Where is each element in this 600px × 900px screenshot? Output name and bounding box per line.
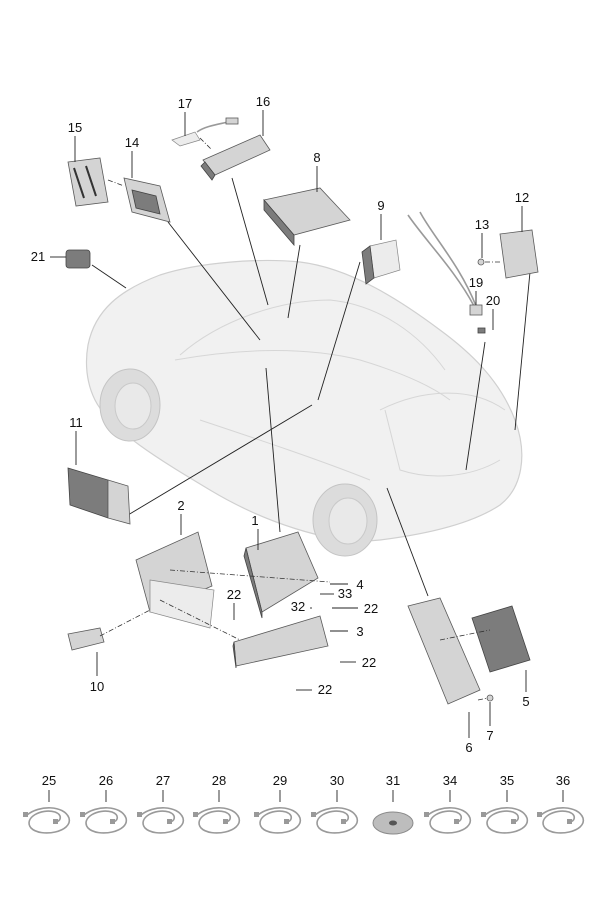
callout-label-9[interactable]: 9	[377, 198, 384, 213]
callout-label-11[interactable]: 11	[69, 415, 83, 430]
accessory-row: 25 26 27 28 29 30 31 34 35 36	[23, 773, 584, 835]
part-10-connector[interactable]	[67, 627, 105, 651]
cable-coil-icon	[196, 807, 240, 834]
callout-label-27: 27	[156, 773, 170, 788]
cable-connector-icon	[254, 812, 259, 817]
part-27-cable[interactable]: 27	[137, 773, 184, 834]
part-36-cable[interactable]: 36	[537, 773, 584, 834]
assembly-dash-lines	[99, 569, 491, 701]
cable-connector-icon	[23, 812, 28, 817]
callout-label-30: 30	[330, 773, 344, 788]
part-3-radio-unit[interactable]	[232, 615, 329, 669]
callout-label-34: 34	[443, 773, 457, 788]
cable-connector-icon	[424, 812, 429, 817]
part-35-cable[interactable]: 35	[481, 773, 528, 834]
cable-connector-icon	[511, 819, 516, 824]
callout-label-17[interactable]: 17	[178, 96, 192, 111]
cable-connector-icon	[223, 819, 228, 824]
part-11-holder[interactable]	[67, 467, 131, 525]
cable-coil-icon	[140, 807, 184, 834]
callout-label-1[interactable]: 1	[251, 513, 258, 528]
part-34-cable[interactable]: 34	[424, 773, 471, 834]
cable-connector-icon	[53, 819, 58, 824]
cable-connector-icon	[481, 812, 486, 817]
part-9-usb-socket[interactable]	[361, 239, 401, 285]
cable-connector-icon	[567, 819, 572, 824]
callout-label-22[interactable]: 22	[364, 601, 378, 616]
cable-connector-icon	[537, 812, 542, 817]
part-13-nut[interactable]	[477, 258, 485, 266]
part-26-cable[interactable]: 26	[80, 773, 127, 834]
part-19-antenna-cable[interactable]	[407, 211, 483, 316]
callout-label-16[interactable]: 16	[256, 94, 270, 109]
disc-hole	[389, 820, 397, 826]
callout-label-36: 36	[556, 773, 570, 788]
cable-connector-icon	[311, 812, 316, 817]
cable-coil-icon	[540, 807, 584, 834]
cable-coil-icon	[26, 807, 70, 834]
cable-connector-icon	[167, 819, 172, 824]
callout-label-32[interactable]: 32	[291, 599, 305, 614]
cable-coil-icon	[314, 807, 358, 834]
callout-label-7[interactable]: 7	[486, 728, 493, 743]
part-29-cable[interactable]: 29	[254, 773, 301, 834]
cable-coil-icon	[83, 807, 127, 834]
cable-connector-icon	[80, 812, 85, 817]
cable-coil-icon	[427, 807, 471, 834]
callout-label-5[interactable]: 5	[522, 694, 529, 709]
cable-connector-icon	[284, 819, 289, 824]
callout-label-13[interactable]: 13	[475, 217, 489, 232]
callout-label-8[interactable]: 8	[313, 150, 320, 165]
callout-label-12[interactable]: 12	[515, 190, 529, 205]
cable-connector-icon	[110, 819, 115, 824]
part-31-disc[interactable]: 31	[372, 773, 414, 835]
callout-label-3[interactable]: 3	[356, 624, 363, 639]
part-7-screw[interactable]	[486, 694, 494, 702]
cable-connector-icon	[454, 819, 459, 824]
callout-group: 1234567891011121314151617192021222222223…	[31, 94, 530, 755]
callout-label-26: 26	[99, 773, 113, 788]
callout-label-6[interactable]: 6	[465, 740, 472, 755]
callout-label-28: 28	[212, 773, 226, 788]
part-17-cover[interactable]	[171, 117, 239, 147]
part-1-display-unit[interactable]	[243, 531, 319, 619]
part-15-bracket-frame[interactable]	[67, 157, 109, 207]
callout-label-4[interactable]: 4	[356, 577, 363, 592]
callout-label-15[interactable]: 15	[68, 120, 82, 135]
callout-label-31: 31	[386, 773, 400, 788]
part-6-rack-bracket[interactable]	[407, 597, 481, 705]
callout-label-22[interactable]: 22	[318, 682, 332, 697]
part-2-mounting-bracket[interactable]	[135, 531, 215, 629]
part-5-control-unit[interactable]	[471, 605, 531, 673]
callout-label-29: 29	[273, 773, 287, 788]
callout-label-35: 35	[500, 773, 514, 788]
part-12-control-unit[interactable]	[499, 229, 539, 279]
vehicle-silhouette	[85, 259, 523, 557]
callout-label-33[interactable]: 33	[338, 586, 352, 601]
callout-label-22[interactable]: 22	[362, 655, 376, 670]
part-14-control-module[interactable]	[123, 177, 171, 223]
callout-label-14[interactable]: 14	[125, 135, 139, 150]
part-28-cable[interactable]: 28	[193, 773, 240, 834]
callout-label-21[interactable]: 21	[31, 249, 45, 264]
callout-label-20[interactable]: 20	[486, 293, 500, 308]
cable-coil-icon	[257, 807, 301, 834]
callout-label-19[interactable]: 19	[469, 275, 483, 290]
part-25-cable[interactable]: 25	[23, 773, 70, 834]
callout-label-25: 25	[42, 773, 56, 788]
callout-label-2[interactable]: 2	[177, 498, 184, 513]
callout-label-10[interactable]: 10	[90, 679, 104, 694]
part-20-clip[interactable]	[477, 327, 486, 334]
part-8-amplifier-unit[interactable]	[263, 187, 351, 247]
part-21-connector[interactable]	[65, 249, 91, 269]
leader-lines	[91, 177, 531, 597]
part-30-cable[interactable]: 30	[311, 773, 358, 834]
cable-connector-icon	[341, 819, 346, 824]
cable-connector-icon	[137, 812, 142, 817]
callout-label-22[interactable]: 22	[227, 587, 241, 602]
cable-connector-icon	[193, 812, 198, 817]
cable-coil-icon	[484, 807, 528, 834]
part-16-module-assembly[interactable]	[200, 134, 271, 181]
